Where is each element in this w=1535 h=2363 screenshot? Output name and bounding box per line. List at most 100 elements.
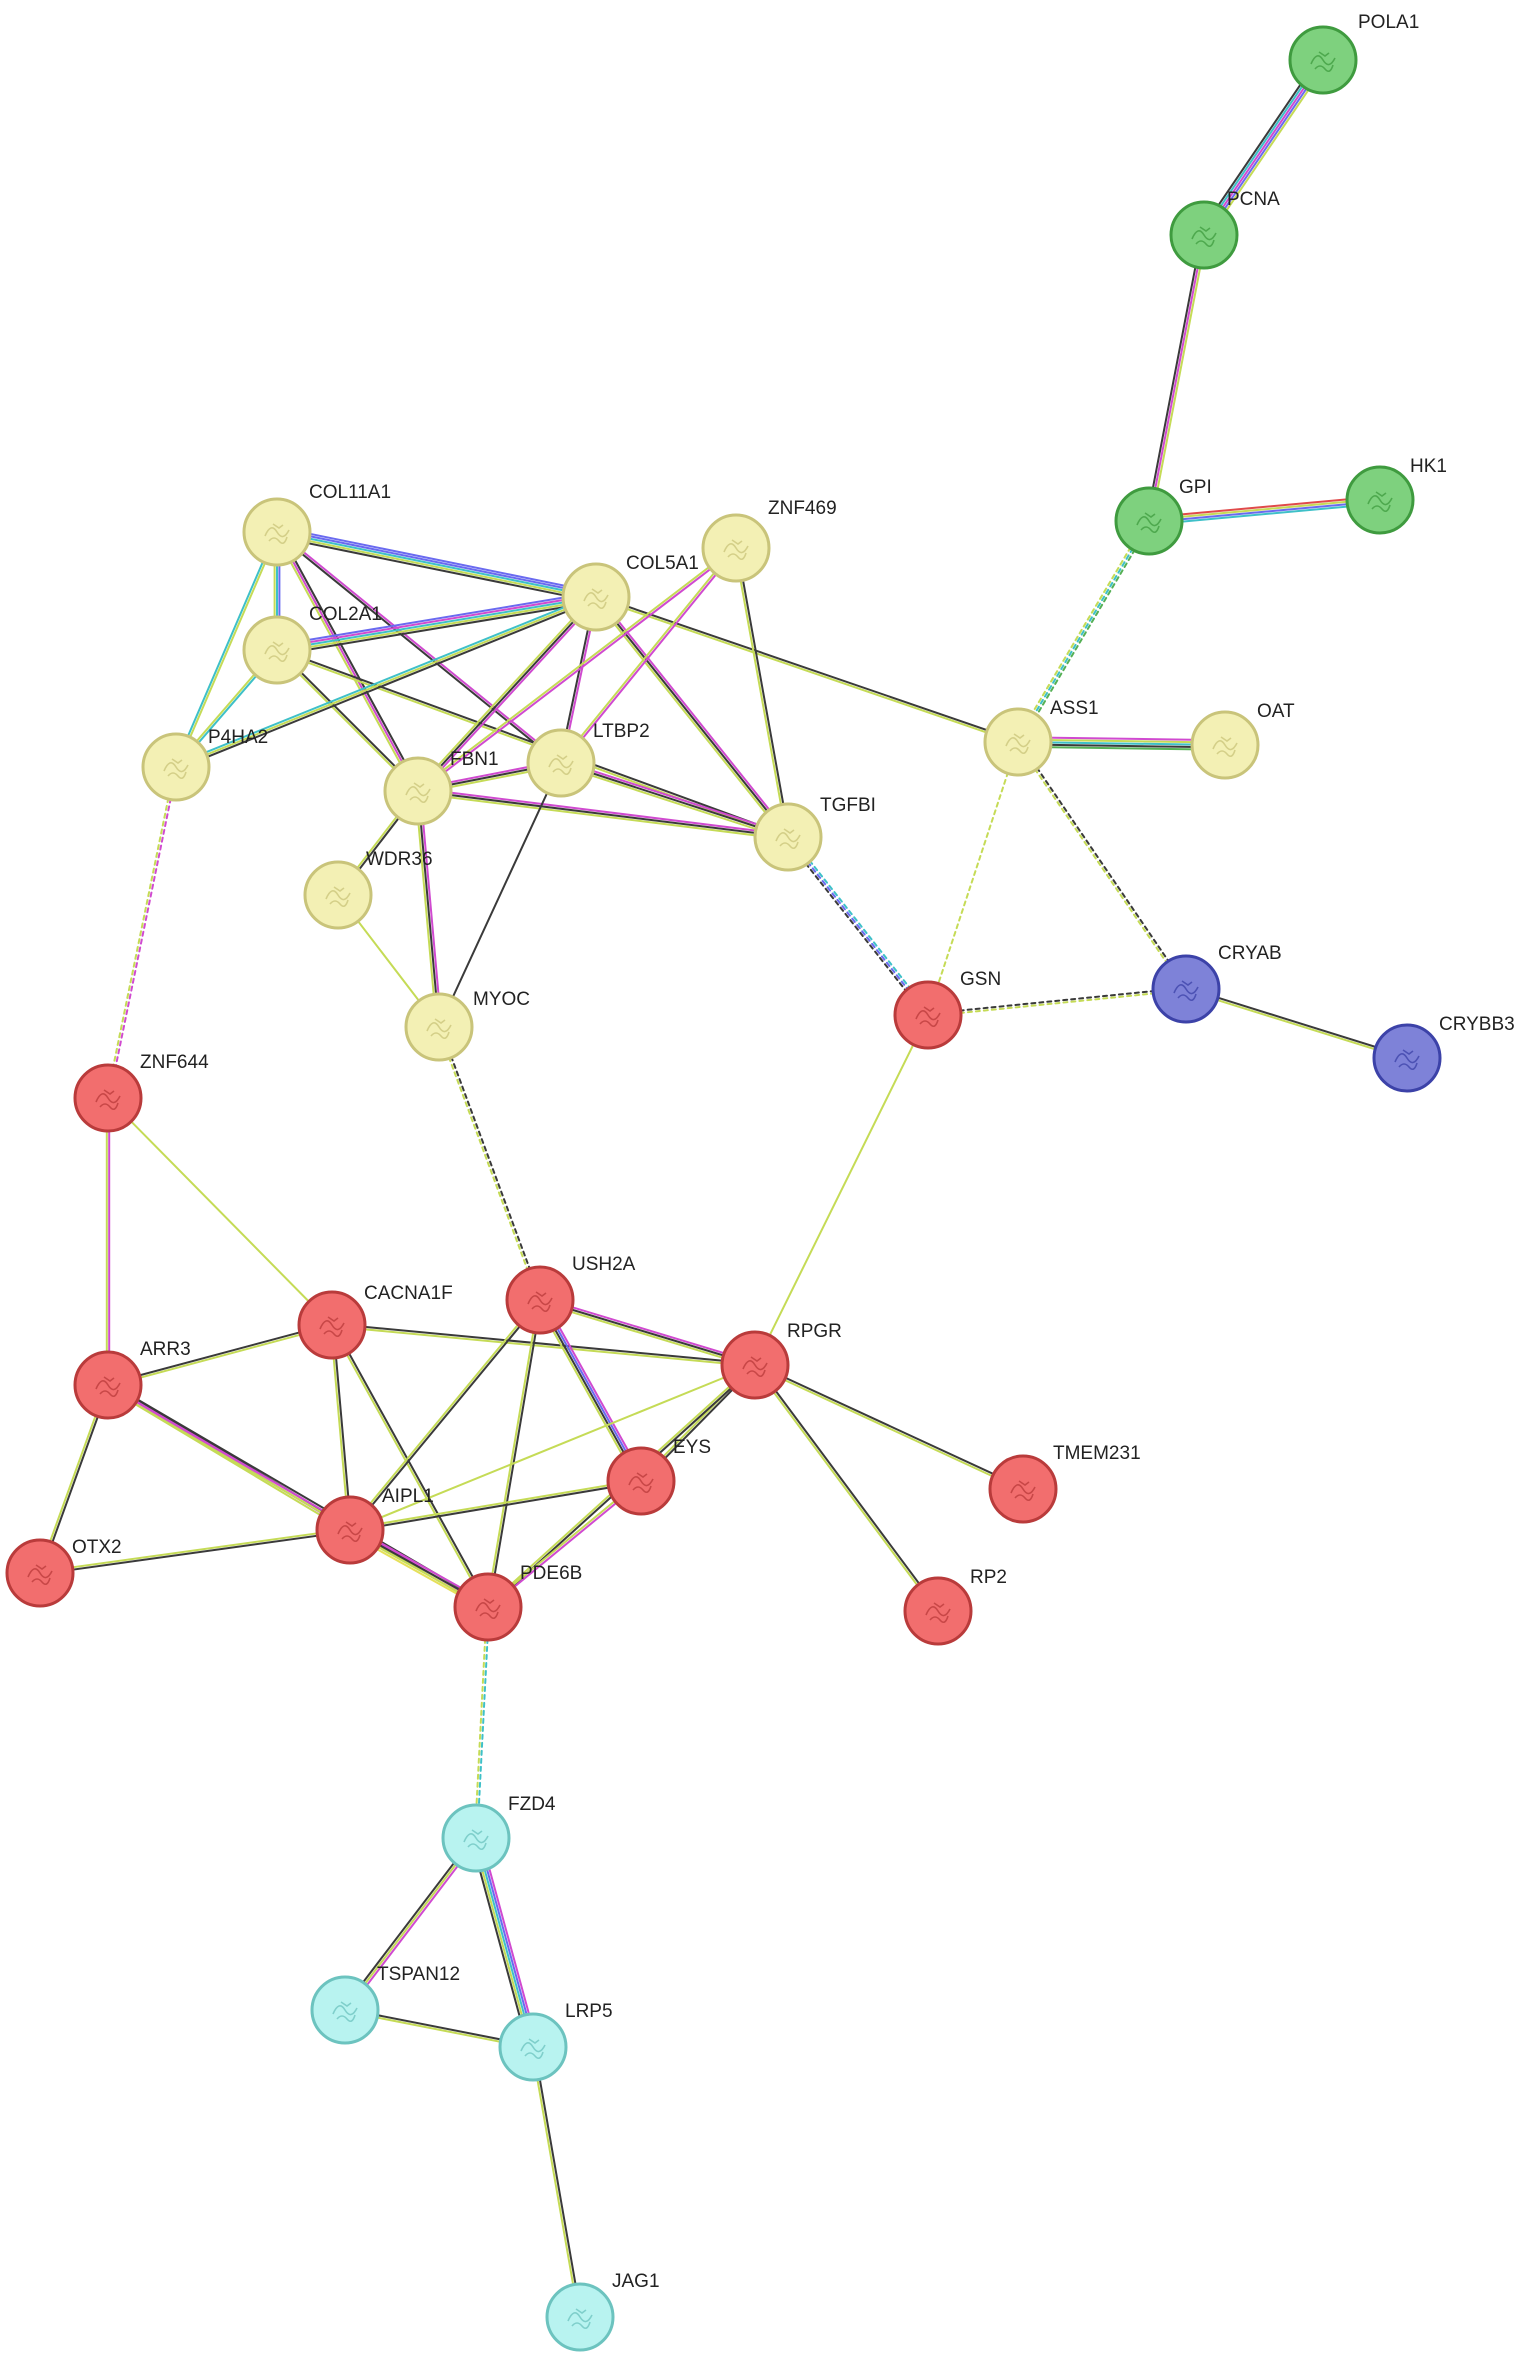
edge-line-magenta xyxy=(345,1838,479,2013)
node-otx2[interactable]: OTX2 xyxy=(5,1537,122,1608)
protein-structure-icon xyxy=(1010,1480,1036,1502)
edge-ush2a-pde6b xyxy=(485,1298,543,1609)
edge-line-cyan xyxy=(475,1837,534,2048)
edge-line-black xyxy=(595,594,1020,742)
node-tgfbi[interactable]: TGFBI xyxy=(753,795,876,872)
edge-fbn1-tgfbi xyxy=(416,787,790,841)
node-hk1[interactable]: HK1 xyxy=(1345,456,1447,535)
node-ass1[interactable]: ASS1 xyxy=(983,698,1099,777)
node-pola1[interactable]: POLA1 xyxy=(1288,12,1419,95)
edge-ass1-gsn xyxy=(927,741,1019,1016)
node-lrp5[interactable]: LRP5 xyxy=(498,2001,613,2082)
edge-p4ha2-col5a1 xyxy=(174,593,598,771)
edge-line-black xyxy=(349,1481,643,1533)
node-fbn1[interactable]: FBN1 xyxy=(383,749,499,826)
edge-line-lime xyxy=(927,741,1019,1016)
node-col11a1[interactable]: COL11A1 xyxy=(242,482,391,567)
node-p4ha2[interactable]: P4HA2 xyxy=(141,727,268,802)
edge-line-black xyxy=(175,598,598,771)
edge-line-lime xyxy=(175,596,597,768)
edge-line-lime xyxy=(1150,234,1208,523)
edge-line-lime xyxy=(1147,497,1381,521)
node-myoc[interactable]: MYOC xyxy=(404,989,530,1062)
node-jag1[interactable]: JAG1 xyxy=(545,2271,660,2352)
node-label: RPGR xyxy=(787,1321,842,1342)
node-pde6b[interactable]: PDE6B xyxy=(453,1563,582,1642)
node-cacna1f[interactable]: CACNA1F xyxy=(297,1283,453,1360)
edge-line-magenta xyxy=(596,594,791,837)
protein-structure-icon xyxy=(1136,512,1162,534)
node-aipl1[interactable]: AIPL1 xyxy=(315,1486,434,1565)
protein-structure-icon xyxy=(337,1521,363,1543)
node-label: GSN xyxy=(960,969,1001,990)
protein-structure-icon xyxy=(463,1829,489,1851)
node-tmem231[interactable]: TMEM231 xyxy=(988,1443,1141,1524)
edge-cacna1f-pde6b xyxy=(329,1323,491,1609)
edge-line-cyan xyxy=(174,593,597,766)
edge-line-lime xyxy=(436,1026,540,1302)
edge-line-magenta xyxy=(1203,59,1324,236)
edge-line-black xyxy=(785,837,928,1018)
edge-col11a1-fbn1 xyxy=(273,529,422,794)
edge-line-blue xyxy=(787,836,929,1016)
edge-col11a1-col5a1 xyxy=(275,526,598,603)
node-rp2[interactable]: RP2 xyxy=(903,1567,1007,1646)
node-ush2a[interactable]: USH2A xyxy=(505,1254,636,1335)
node-pcna[interactable]: PCNA xyxy=(1169,189,1280,270)
edge-line-black xyxy=(595,596,789,838)
node-gsn[interactable]: GSN xyxy=(893,969,1001,1050)
edge-line-green xyxy=(1019,521,1153,745)
edge-col2a1-col5a1 xyxy=(275,591,598,656)
protein-structure-icon xyxy=(1394,1049,1420,1071)
node-gpi[interactable]: GPI xyxy=(1114,477,1212,556)
edges-layer xyxy=(37,56,1409,2319)
edge-fzd4-tspan12 xyxy=(342,1835,479,2013)
edge-line-black xyxy=(926,986,1187,1015)
edge-line-black xyxy=(39,1530,352,1576)
edge-line-lime xyxy=(176,531,280,769)
node-eys[interactable]: EYS xyxy=(606,1437,711,1516)
node-crybb3[interactable]: CRYBB3 xyxy=(1372,1014,1515,1093)
edge-znf644-cacna1f xyxy=(107,1097,333,1326)
node-label: JAG1 xyxy=(612,2271,660,2292)
edge-znf644-arr3 xyxy=(105,1097,111,1386)
node-ltbp2[interactable]: LTBP2 xyxy=(526,721,650,798)
node-tspan12[interactable]: TSPAN12 xyxy=(310,1964,460,2045)
node-col2a1[interactable]: COL2A1 xyxy=(242,604,382,685)
edge-col5a1-tgfbi xyxy=(593,594,791,840)
edge-rpgr-tmem231 xyxy=(753,1362,1025,1492)
node-col5a1[interactable]: COL5A1 xyxy=(561,553,699,632)
edge-line-magenta xyxy=(560,547,738,765)
edge-line-blue xyxy=(276,526,598,594)
node-rpgr[interactable]: RPGR xyxy=(720,1321,842,1400)
edge-line-black xyxy=(1185,986,1409,1058)
edge-line-lime xyxy=(348,1298,541,1531)
node-label: EYS xyxy=(673,1437,711,1458)
node-znf469[interactable]: ZNF469 xyxy=(701,498,837,583)
edge-line-lime xyxy=(535,1300,639,1484)
edge-ush2a-eys xyxy=(535,1297,646,1484)
edge-line-cyan xyxy=(276,531,597,598)
edge-line-lime xyxy=(1206,61,1328,239)
node-label: WDR36 xyxy=(366,849,433,870)
node-arr3[interactable]: ARR3 xyxy=(73,1339,191,1420)
node-wdr36[interactable]: WDR36 xyxy=(303,849,433,930)
node-label: TGFBI xyxy=(820,795,876,816)
node-znf644[interactable]: ZNF644 xyxy=(73,1052,209,1133)
edge-tgfbi-gsn xyxy=(785,834,931,1018)
edge-line-blue xyxy=(1204,60,1326,238)
edge-line-magenta xyxy=(417,547,738,793)
node-oat[interactable]: OAT xyxy=(1190,701,1295,780)
edge-ltbp2-myoc xyxy=(438,762,562,1028)
edge-line-black xyxy=(278,529,422,791)
node-fzd4[interactable]: FZD4 xyxy=(441,1794,556,1873)
edge-col11a1-ltbp2 xyxy=(275,530,563,765)
edge-ush2a-rpgr xyxy=(538,1296,757,1369)
edge-line-lime xyxy=(485,1298,540,1608)
node-cryab[interactable]: CRYAB xyxy=(1151,943,1282,1024)
edge-line-lime xyxy=(273,532,417,794)
node-label: COL2A1 xyxy=(309,604,382,625)
edge-line-magenta xyxy=(419,789,443,1028)
node-label: COL5A1 xyxy=(626,553,699,574)
edge-line-lime xyxy=(107,1325,334,1388)
